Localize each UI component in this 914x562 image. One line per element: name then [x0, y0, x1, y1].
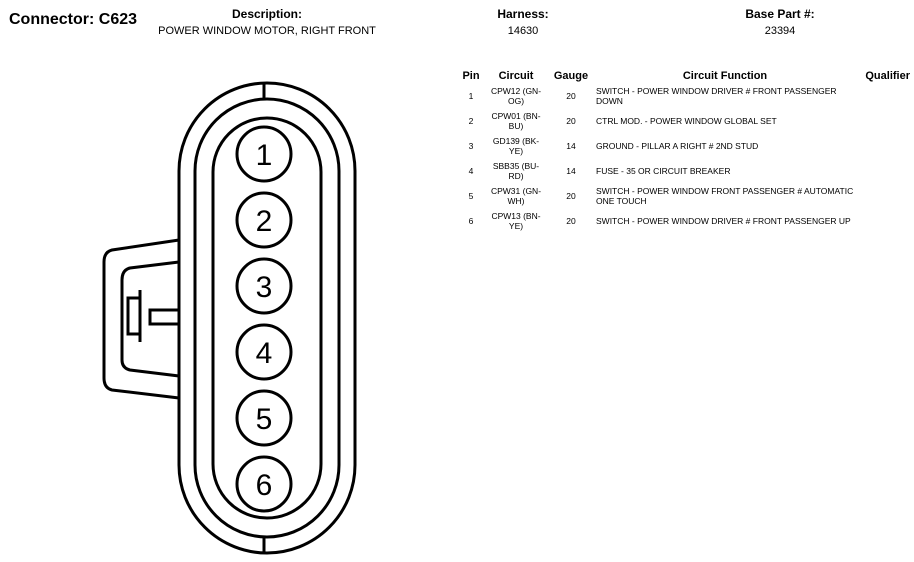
table-row: 5 CPW31 (GN-WH) 20 SWITCH - POWER WINDOW…	[456, 183, 910, 208]
pin-circle	[235, 455, 293, 513]
circuit-cell: GD139 (BK-YE)	[492, 135, 540, 156]
pin-number-label: 5	[256, 403, 273, 436]
base-part-value: 23394	[764, 25, 796, 37]
circuit-cell: CPW31 (GN-WH)	[490, 185, 542, 206]
base-part-label: Base Part #:	[745, 7, 815, 21]
function-cell: SWITCH - POWER WINDOW DRIVER # FRONT PAS…	[596, 215, 851, 226]
circuit-cell: CPW01 (BN-BU)	[491, 110, 541, 131]
pin-circle	[235, 323, 293, 381]
gauge-cell: 20	[566, 115, 576, 126]
pin-number-label: 1	[256, 139, 273, 172]
function-cell: CTRL MOD. - POWER WINDOW GLOBAL SET	[596, 115, 777, 126]
qualifier-cell	[854, 183, 910, 208]
circuit-cell: SBB35 (BU-RD)	[492, 160, 540, 181]
latch-lock-tab	[148, 308, 181, 326]
connector-latch-inner	[120, 260, 180, 378]
description-value: POWER WINDOW MOTOR, RIGHT FRONT	[158, 25, 376, 37]
pin-column-header: Pin	[462, 69, 480, 82]
pin-cell: 3	[468, 140, 474, 151]
connector-housing-middle	[193, 97, 341, 539]
description-label: Description:	[231, 7, 302, 21]
pin-circle	[235, 257, 293, 315]
pin-circle	[235, 125, 293, 183]
harness-label: Harness:	[497, 7, 549, 21]
qualifier-cell	[854, 83, 910, 108]
qualifier-column-header: Qualifier	[865, 69, 910, 82]
gauge-cell: 20	[566, 190, 576, 201]
qualifier-cell	[854, 208, 910, 233]
gauge-column-header: Gauge	[553, 69, 589, 82]
pin-number-label: 2	[256, 205, 273, 238]
pin-table-header: Pin Circuit Gauge Circuit Function Quali…	[456, 68, 910, 83]
function-cell: SWITCH - POWER WINDOW FRONT PASSENGER # …	[596, 185, 854, 206]
pin-cell: 2	[468, 115, 474, 126]
pin-circle	[235, 191, 293, 249]
connector-title: Connector: C623	[9, 11, 138, 28]
qualifier-cell	[854, 133, 910, 158]
pin-cell: 4	[468, 165, 474, 176]
circuit-column-header: Circuit	[498, 69, 534, 82]
gauge-cell: 14	[566, 165, 576, 176]
pin-cell: 6	[468, 215, 474, 226]
qualifier-cell	[854, 108, 910, 133]
qualifier-cell	[854, 158, 910, 183]
table-row: 4 SBB35 (BU-RD) 14 FUSE - 35 OR CIRCUIT …	[456, 158, 910, 183]
gauge-cell: 20	[566, 90, 576, 101]
pin-cell: 1	[468, 90, 474, 101]
latch-lock-block	[126, 296, 142, 336]
connector-latch-outer	[102, 238, 180, 400]
gauge-cell: 20	[566, 215, 576, 226]
function-cell: GROUND - PILLAR A RIGHT # 2ND STUD	[596, 140, 759, 151]
pin-table: Pin Circuit Gauge Circuit Function Quali…	[456, 68, 910, 233]
circuit-cell: CPW12 (GN-OG)	[490, 85, 542, 106]
circuit-cell: CPW13 (BN-YE)	[491, 210, 541, 231]
pin-number-label: 3	[256, 271, 273, 304]
pin-cell: 5	[468, 190, 474, 201]
table-row: 3 GD139 (BK-YE) 14 GROUND - PILLAR A RIG…	[456, 133, 910, 158]
function-cell: FUSE - 35 OR CIRCUIT BREAKER	[596, 165, 731, 176]
table-row: 1 CPW12 (GN-OG) 20 SWITCH - POWER WINDOW…	[456, 83, 910, 108]
pin-number-label: 6	[256, 469, 273, 502]
gauge-cell: 14	[566, 140, 576, 151]
table-row: 2 CPW01 (BN-BU) 20 CTRL MOD. - POWER WIN…	[456, 108, 910, 133]
pin-number-label: 4	[256, 337, 273, 370]
connector-housing-inner	[211, 116, 323, 520]
pin-circle	[235, 389, 293, 447]
function-cell: SWITCH - POWER WINDOW DRIVER # FRONT PAS…	[596, 85, 837, 106]
function-column-header: Circuit Function	[682, 69, 768, 82]
harness-value: 14630	[507, 25, 539, 37]
table-row: 6 CPW13 (BN-YE) 20 SWITCH - POWER WINDOW…	[456, 208, 910, 233]
